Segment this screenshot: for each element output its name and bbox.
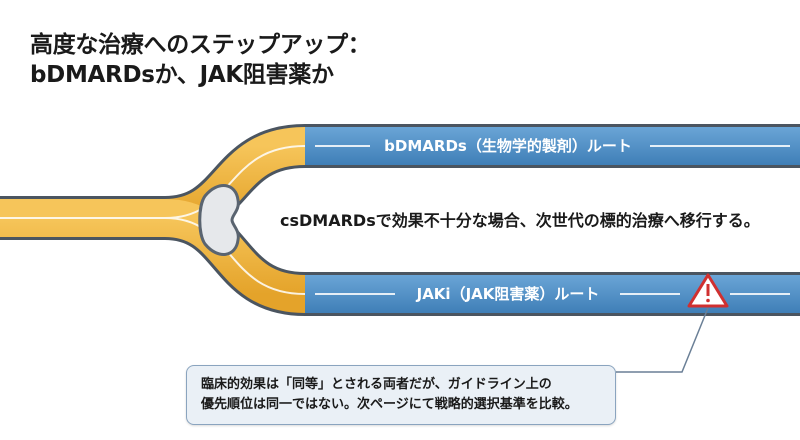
top-route-label: bDMARDs（生物学的製剤）ルート bbox=[384, 137, 632, 155]
note-callout-box: 臨床的効果は「同等」とされる両者だが、ガイドライン上の 優先順位は同一ではない。… bbox=[186, 365, 616, 425]
callout-line bbox=[616, 307, 709, 373]
junction-divider bbox=[198, 184, 240, 256]
bottom-route-label: JAKi（JAK阻害薬）ルート bbox=[416, 285, 600, 303]
note-line-1: 臨床的効果は「同等」とされる両者だが、ガイドライン上の bbox=[201, 377, 552, 392]
warning-triangle-icon bbox=[687, 273, 729, 308]
title-line-2: bDMARDsか、JAK阻害薬か bbox=[30, 62, 334, 88]
page-title: 高度な治療へのステップアップ： bDMARDsか、JAK阻害薬か bbox=[30, 30, 371, 90]
center-description: csDMARDsで効果不十分な場合、次世代の標的治療へ移行する。 bbox=[280, 211, 760, 230]
shared-track-orange bbox=[0, 127, 306, 313]
note-line-2: 優先順位は同一ではない。次ページにて戦略的選択基準を比較。 bbox=[201, 397, 578, 412]
title-line-1: 高度な治療へのステップアップ： bbox=[30, 32, 371, 58]
